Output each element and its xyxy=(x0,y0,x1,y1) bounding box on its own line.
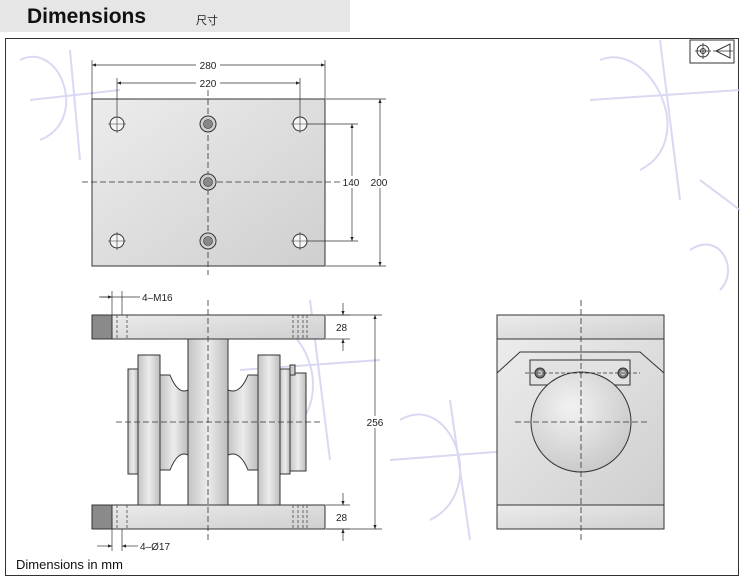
title-banner: Dimensions 尺寸 xyxy=(0,0,350,32)
corner-hole xyxy=(291,115,309,133)
dim-height-outer: 200 xyxy=(371,178,388,189)
page-title: Dimensions xyxy=(27,5,147,28)
dim-width-holes: 220 xyxy=(200,79,217,90)
threaded-hole xyxy=(199,115,217,133)
top-view: 280 220 140 200 xyxy=(82,59,392,275)
threaded-hole xyxy=(199,173,217,191)
drawing-frame xyxy=(5,38,739,576)
dim-plate-top: 28 xyxy=(336,323,348,334)
corner-hole xyxy=(108,232,126,250)
projection-symbol-icon xyxy=(689,39,735,64)
dim-width-outer: 280 xyxy=(200,61,217,72)
page-subtitle: 尺寸 xyxy=(196,14,218,27)
dim-plate-bottom: 28 xyxy=(336,513,348,524)
units-note: Dimensions in mm xyxy=(16,557,123,572)
front-view: 4–M16 28 28 256 4–Ø17 xyxy=(91,291,387,553)
corner-hole xyxy=(108,115,126,133)
threaded-hole xyxy=(199,232,217,250)
side-view xyxy=(496,300,665,540)
corner-hole xyxy=(291,232,309,250)
thread-callout: 4–M16 xyxy=(142,293,173,304)
dim-total-height: 256 xyxy=(367,418,384,429)
bore-callout: 4–Ø17 xyxy=(140,542,170,553)
dim-height-holes: 140 xyxy=(343,178,360,189)
